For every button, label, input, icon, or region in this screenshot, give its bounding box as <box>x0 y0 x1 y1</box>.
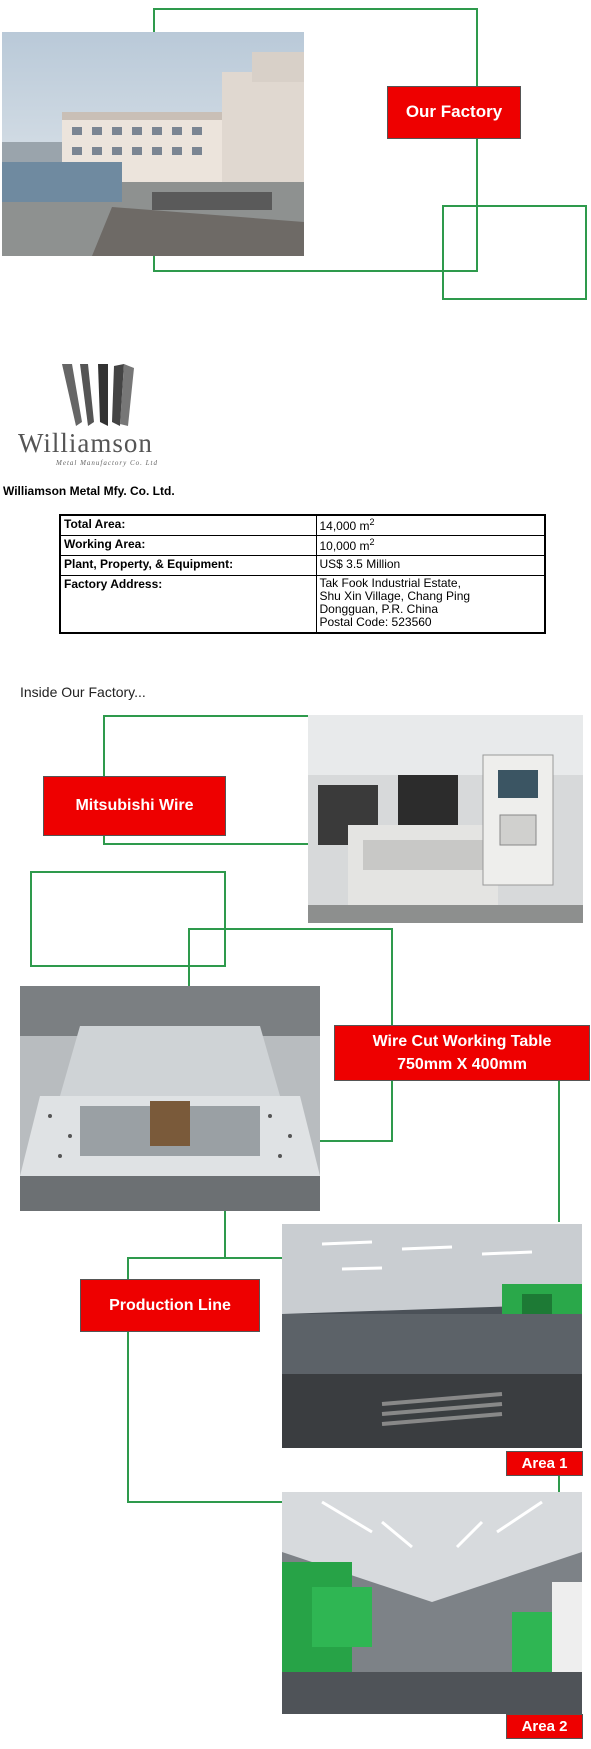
wire-cut-table-photo <box>20 986 320 1211</box>
table-row: Factory Address: Tak Fook Industrial Est… <box>59 574 546 633</box>
ppe-label: Plant, Property, & Equipment: <box>59 554 317 576</box>
area2-label: Area 2 <box>506 1714 583 1739</box>
production-line-area1-photo <box>282 1224 582 1448</box>
connector-line <box>127 1501 282 1503</box>
factory-exterior-photo <box>2 32 304 256</box>
total-area-value: 14,000 m2 <box>315 514 546 536</box>
wire-cut-title: Wire Cut Working Table <box>372 1032 552 1050</box>
connector-line <box>188 928 393 930</box>
total-area-label: Total Area: <box>59 514 317 536</box>
connector-line <box>30 871 32 967</box>
table-row: Working Area: 10,000 m2 <box>59 534 546 556</box>
connector-line <box>585 205 587 300</box>
connector-line <box>224 871 226 967</box>
connector-line <box>153 270 478 272</box>
table-row: Total Area: 14,000 m2 <box>59 514 546 536</box>
company-facts-table: Total Area: 14,000 m2 Working Area: 10,0… <box>59 514 546 634</box>
connector-line <box>558 1476 560 1492</box>
working-area-value: 10,000 m2 <box>315 534 546 556</box>
logo-wordmark: Williamson <box>18 428 153 458</box>
table-row: Plant, Property, & Equipment: US$ 3.5 Mi… <box>59 554 546 576</box>
connector-line <box>30 965 226 967</box>
connector-line <box>188 928 190 986</box>
connector-line <box>127 1257 282 1259</box>
ppe-value: US$ 3.5 Million <box>315 554 546 576</box>
wire-cut-dimensions: 750mm X 400mm <box>397 1056 527 1073</box>
connector-line <box>224 1211 226 1259</box>
connector-line <box>103 715 308 717</box>
connector-line <box>442 205 444 300</box>
mitsubishi-wire-label: Mitsubishi Wire <box>43 776 226 836</box>
mitsubishi-wire-photo <box>308 715 583 923</box>
company-name: Williamson Metal Mfy. Co. Ltd. <box>3 484 175 498</box>
production-line-area2-photo <box>282 1492 582 1714</box>
connector-line <box>30 871 226 873</box>
our-factory-label: Our Factory <box>387 86 521 139</box>
production-line-label: Production Line <box>80 1279 260 1332</box>
logo-subtitle: Metal Manufactory Co. Ltd <box>56 459 158 467</box>
wire-cut-table-label: Wire Cut Working Table 750mm X 400mm <box>334 1025 590 1081</box>
connector-line <box>103 843 308 845</box>
address-label: Factory Address: <box>59 574 317 633</box>
company-logo: Williamson Metal Manufactory Co. Ltd <box>18 362 178 472</box>
area1-label: Area 1 <box>506 1451 583 1476</box>
connector-line <box>320 1140 393 1142</box>
connector-line <box>442 205 587 207</box>
connector-line <box>476 8 478 272</box>
address-value: Tak Fook Industrial Estate, Shu Xin Vill… <box>315 574 546 633</box>
logo-mark-icon <box>62 364 134 426</box>
inside-factory-caption: Inside Our Factory... <box>20 684 146 700</box>
connector-line <box>153 8 478 10</box>
connector-line <box>558 1077 560 1222</box>
working-area-label: Working Area: <box>59 534 317 556</box>
connector-line <box>442 298 587 300</box>
connector-line <box>127 1257 129 1503</box>
